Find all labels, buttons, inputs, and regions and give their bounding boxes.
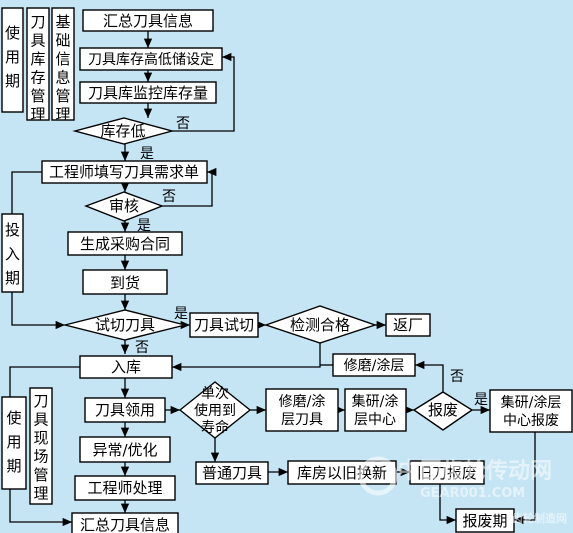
- decision-trial: 试切刀具: [64, 309, 186, 341]
- phase-use-top-label: 使用期: [5, 24, 20, 90]
- label-scrap-no: 否: [450, 369, 464, 385]
- svg-text:使用到: 使用到: [194, 402, 236, 419]
- node-center: 集研/涂 层中心: [344, 388, 407, 432]
- decision-inspect: 检测合格: [263, 305, 378, 344]
- svg-text:修磨/涂层: 修磨/涂层: [344, 358, 405, 374]
- node-scrap-period: 报废期: [455, 508, 515, 533]
- svg-text:寿命: 寿命: [201, 419, 229, 436]
- svg-text:入库: 入库: [111, 358, 141, 376]
- node-normal-tool: 普通刀具: [195, 461, 269, 485]
- svg-text:库存低: 库存低: [100, 122, 145, 140]
- node-regrind-tool: 修磨/涂 层刀具: [265, 388, 339, 432]
- svg-text:报废期: 报废期: [462, 512, 507, 530]
- label-low-no: 否: [176, 116, 190, 132]
- phase-field-mgmt-label: 刀具现场管理: [33, 392, 48, 503]
- svg-text:集研/涂层: 集研/涂层: [501, 394, 562, 411]
- svg-text:中国齿轮传动网: 中国齿轮传动网: [398, 458, 552, 484]
- svg-text:旧刀报废: 旧刀报废: [417, 464, 477, 482]
- gear-logo-icon: [358, 456, 398, 496]
- node-center-scrap: 集研/涂层 中心报废: [489, 389, 573, 433]
- svg-text:普通刀具: 普通刀具: [202, 464, 262, 482]
- svg-text:齿轮制造网: 齿轮制造网: [512, 511, 567, 525]
- node-gen-contract: 生成采购合同: [67, 231, 183, 256]
- svg-text:工程师填写刀具需求单: 工程师填写刀具需求单: [49, 163, 199, 181]
- svg-text:中心报废: 中心报废: [503, 413, 559, 429]
- svg-text:层中心: 层中心: [354, 412, 396, 428]
- phase-basic-info-mgmt-label: 基础信息管理: [55, 13, 70, 124]
- node-summary-bottom: 汇总刀具信息: [71, 512, 179, 533]
- decision-review: 审核: [84, 191, 164, 222]
- node-engineer-handle: 工程师处理: [74, 475, 176, 501]
- label-trial-no: 否: [135, 340, 149, 356]
- svg-text:到货: 到货: [110, 274, 140, 292]
- node-summary-top: 汇总刀具信息: [82, 9, 214, 32]
- svg-text:修磨/涂: 修磨/涂: [279, 394, 326, 410]
- svg-text:试切刀具: 试切刀具: [95, 316, 155, 334]
- svg-text:层刀具: 层刀具: [281, 412, 323, 428]
- svg-text:单次: 单次: [201, 386, 229, 402]
- svg-text:刀具试切: 刀具试切: [194, 316, 254, 334]
- node-return: 返厂: [385, 313, 431, 337]
- svg-text:返厂: 返厂: [393, 316, 423, 334]
- node-engineer-fill: 工程师填写刀具需求单: [41, 160, 208, 184]
- svg-text:汇总刀具信息: 汇总刀具信息: [80, 516, 170, 533]
- phase-use-bottom-label: 使用期: [6, 409, 21, 475]
- node-abnormal: 异常/优化: [79, 436, 171, 463]
- label-review-yes: 是: [137, 218, 151, 234]
- phase-basic-info-mgmt: 基础信息管理: [51, 7, 75, 124]
- svg-text:刀具库监控库存量: 刀具库监控库存量: [88, 84, 208, 102]
- svg-text:工程师处理: 工程师处理: [87, 479, 162, 497]
- svg-text:检测合格: 检测合格: [290, 316, 350, 334]
- node-trial: 刀具试切: [189, 312, 259, 338]
- node-tool-use: 刀具领用: [84, 397, 166, 423]
- svg-text:审核: 审核: [109, 197, 139, 215]
- node-regrind: 修磨/涂层: [332, 353, 416, 377]
- decision-life: 单次 使用到 寿命: [178, 381, 252, 439]
- phase-inventory-mgmt: 刀具库存管理: [26, 7, 50, 124]
- node-set-limits: 刀具库存高低储设定: [79, 47, 223, 71]
- node-monitor: 刀具库监控库存量: [79, 81, 217, 104]
- node-arrival: 到货: [82, 269, 168, 295]
- label-scrap-yes: 是: [474, 392, 488, 408]
- watermark: 中国齿轮传动网 GEAR001.COM 齿轮制造网: [358, 456, 567, 525]
- phase-use-top: 使用期: [1, 7, 24, 113]
- svg-text:汇总刀具信息: 汇总刀具信息: [103, 12, 193, 30]
- label-low-yes: 是: [140, 146, 154, 162]
- svg-text:GEAR001.COM: GEAR001.COM: [420, 486, 525, 501]
- phase-input: 投入期: [1, 213, 24, 293]
- phase-field-mgmt: 刀具现场管理: [29, 387, 53, 505]
- svg-text:异常/优化: 异常/优化: [92, 441, 157, 459]
- decision-low-stock: 库存低: [72, 117, 175, 145]
- phase-inventory-mgmt-label: 刀具库存管理: [30, 13, 45, 124]
- svg-text:刀具库存高低储设定: 刀具库存高低储设定: [88, 51, 214, 68]
- label-trial-yes: 是: [174, 306, 188, 322]
- svg-text:库房以旧换新: 库房以旧换新: [297, 464, 387, 482]
- label-review-no: 否: [162, 189, 176, 205]
- node-old-tool: 旧刀报废: [409, 460, 485, 485]
- decision-scrap: 报废: [412, 391, 474, 431]
- node-warehouse: 库房以旧换新: [287, 460, 397, 485]
- phase-input-label: 投入期: [5, 221, 20, 287]
- phase-use-bottom: 使用期: [1, 396, 27, 490]
- svg-text:生成采购合同: 生成采购合同: [80, 235, 170, 253]
- svg-text:报废: 报废: [428, 401, 458, 419]
- node-storage: 入库: [79, 355, 173, 379]
- svg-text:集研/涂: 集研/涂: [352, 393, 399, 410]
- svg-text:刀具领用: 刀具领用: [95, 401, 155, 419]
